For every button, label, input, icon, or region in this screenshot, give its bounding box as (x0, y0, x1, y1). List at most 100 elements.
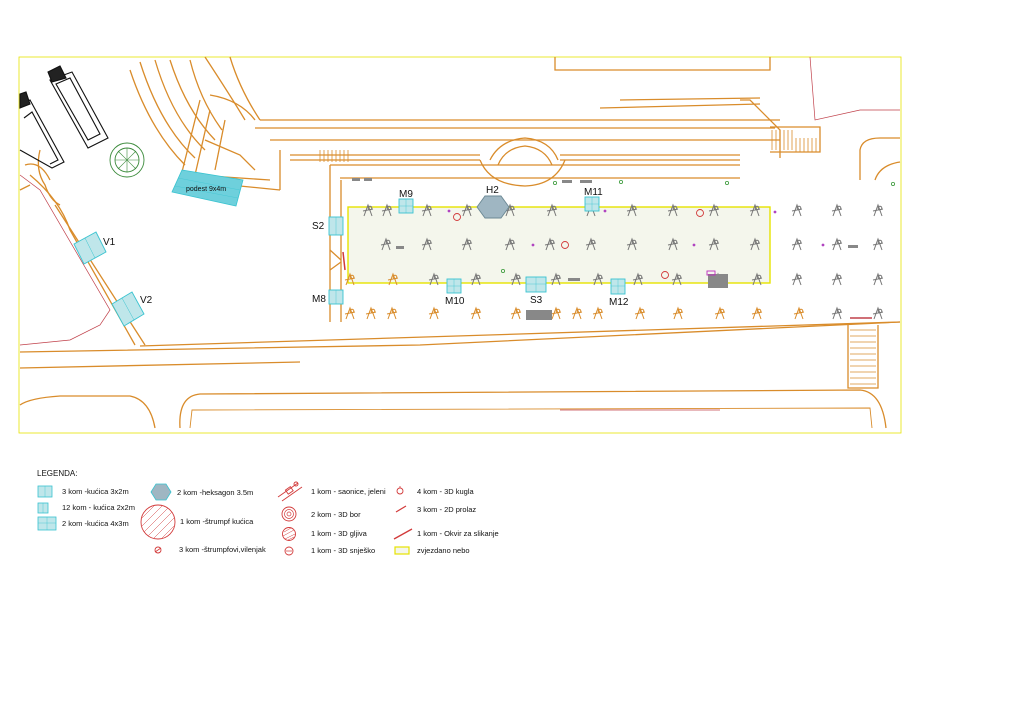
legend-mushroom: 1 kom - 3D gljiva (311, 529, 368, 538)
house-grid-lines (335, 197, 625, 304)
tree-icon (749, 203, 761, 217)
wooden-stand-icon (344, 272, 356, 286)
wooden-stand-icon (634, 306, 646, 320)
tree-icon (831, 237, 843, 251)
tree-icon (421, 237, 433, 251)
legend-pine: 2 kom - 3D bor (311, 510, 361, 519)
legend-house-3x2: 3 kom -kućica 3x2m (62, 487, 129, 496)
tree-icon (546, 203, 558, 217)
label-s2: S2 (312, 221, 325, 232)
ball-icon (396, 486, 404, 495)
tree-icon (708, 203, 720, 217)
wooden-stand-icon (510, 306, 522, 320)
tree-icon (872, 203, 884, 217)
legend-strumpf-house: 1 kom -štrumpf kućica (180, 517, 254, 526)
house-v1 (73, 231, 107, 265)
photo-frame-marker (706, 270, 716, 276)
wooden-stand-icon (751, 306, 763, 320)
legend-strumpf-figures: 3 kom -štrumpfovi,vilenjak (179, 545, 266, 554)
label-m12: M12 (609, 297, 629, 308)
tree-icon (872, 237, 884, 251)
legend-photo-frame: 1 kom - Okvir za slikanje (417, 529, 499, 538)
wooden-stand-icon (793, 306, 805, 320)
wooden-stand-icon (672, 306, 684, 320)
tree-icon (708, 237, 720, 251)
tree-icon (751, 272, 763, 286)
passage-wall (342, 251, 346, 271)
starry-sky-area (347, 206, 771, 284)
tree-icon (667, 237, 679, 251)
tree-icon (872, 306, 884, 320)
tree-icon (461, 203, 473, 217)
legend-house-4x3: 2 kom -kućica 4x3m (62, 519, 129, 528)
tree-icon (791, 203, 803, 217)
label-m10: M10 (445, 296, 465, 307)
parcel-boundaries (19, 56, 900, 411)
podest-stage: podest 9x4m (171, 169, 244, 207)
label-m11: M11 (584, 187, 603, 198)
fountain (109, 142, 145, 178)
passage-icon (395, 505, 407, 513)
tree-icon (550, 272, 562, 286)
tree-icon (831, 203, 843, 217)
label-podest: podest 9x4m (186, 186, 226, 193)
tree-icon (381, 203, 393, 217)
tree-icon (626, 237, 638, 251)
tree-icon (791, 272, 803, 286)
label-m9: M9 (399, 189, 413, 200)
wooden-stand-icon (550, 306, 562, 320)
parked-vehicles (19, 65, 109, 169)
wooden-stand-icon (428, 306, 440, 320)
green-dots (500, 179, 896, 273)
tree-icon (461, 237, 473, 251)
tree-icon (632, 272, 644, 286)
strumpf-figures-icon (154, 546, 162, 554)
wooden-stand-icon (386, 306, 398, 320)
tree-icon (592, 272, 604, 286)
mushroom-icon (282, 527, 296, 541)
label-h2: H2 (486, 185, 499, 196)
tree-icon (831, 306, 843, 320)
legend-passage: 3 kom - 2D prolaz (417, 505, 476, 514)
tree-icon (504, 237, 516, 251)
stairs-hatching (319, 130, 876, 385)
tree-icon (362, 203, 374, 217)
tree-icon (380, 237, 392, 251)
tree-icon (671, 272, 683, 286)
photo-frame-icon (393, 528, 413, 540)
tree-icon (626, 203, 638, 217)
wooden-stand-icon (571, 306, 583, 320)
legend-title: LEGENDA: (37, 469, 77, 478)
sleigh-icon (277, 481, 303, 502)
tree-icon (544, 237, 556, 251)
tree-icon (831, 272, 843, 286)
hexagon-h2 (476, 195, 510, 219)
map-labels: V1 V2 S2 M8 M9 H2 M11 M10 S3 M12 (103, 185, 629, 308)
label-s3: S3 (530, 295, 543, 306)
wooden-stand-icon (387, 272, 399, 286)
legend-house-2x2: 12 kom - kućica 2x2m (62, 503, 135, 512)
legend-sleigh: 1 kom - saonice, jeleni (311, 487, 386, 496)
label-v2: V2 (140, 295, 153, 306)
wooden-stand-icon (592, 306, 604, 320)
legend-ball: 4 kom - 3D kugla (417, 487, 475, 496)
house-v2 (111, 291, 145, 327)
tree-icon (667, 203, 679, 217)
benches (352, 178, 858, 320)
tree-icon (428, 272, 440, 286)
tree-icon (749, 237, 761, 251)
label-v1: V1 (103, 237, 116, 248)
snowman-icon (284, 546, 294, 556)
tree-icon (872, 272, 884, 286)
legend-starry-sky: zvjezdano nebo (417, 546, 470, 555)
label-m8: M8 (312, 294, 326, 305)
starry-sky-icon (394, 546, 410, 555)
wooden-stand-icon (470, 306, 482, 320)
tree-icon (470, 272, 482, 286)
tree-icon (421, 203, 433, 217)
tree-icon (585, 237, 597, 251)
legend-snowman: 1 kom - 3D snješko (311, 546, 375, 555)
tree-icon (510, 272, 522, 286)
legend-hexagon: 2 kom -heksagon 3.5m (177, 488, 253, 497)
